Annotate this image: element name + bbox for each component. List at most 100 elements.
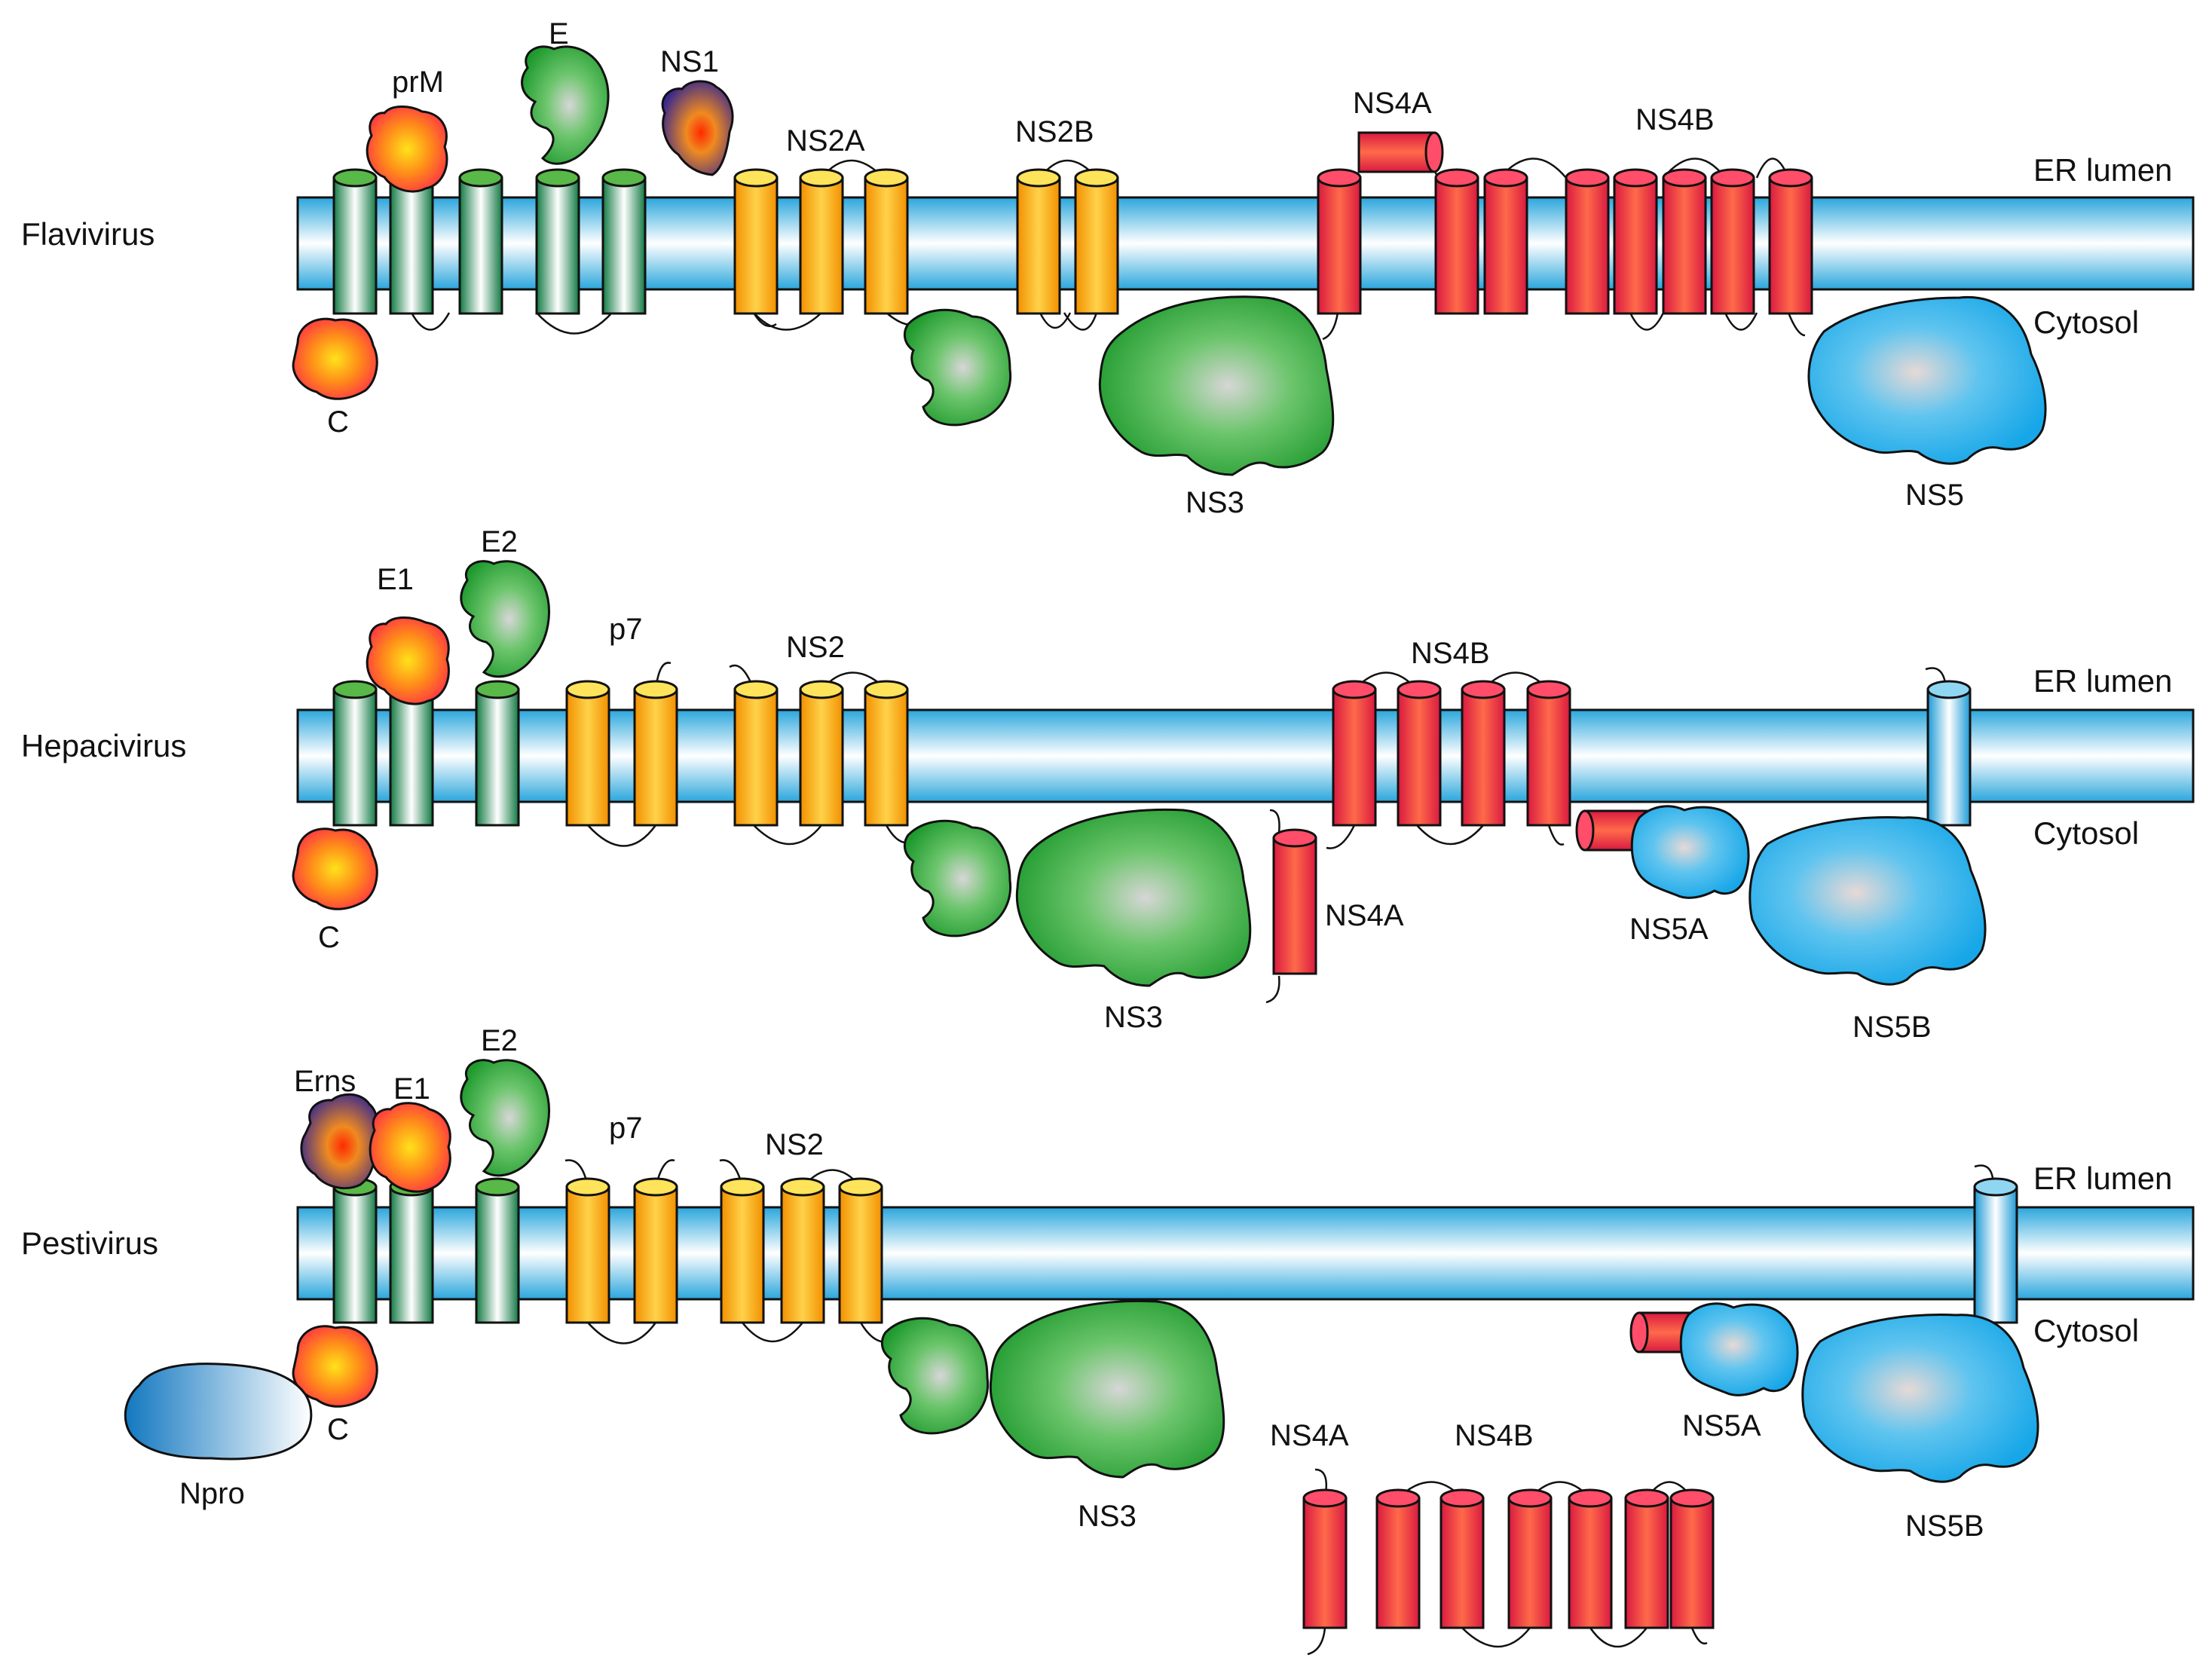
erns-protein-blob	[300, 1093, 378, 1190]
green-protease-blob	[903, 819, 1012, 937]
yellow-helix	[1016, 168, 1061, 315]
red-helix	[1507, 1488, 1553, 1629]
ns1-label: NS1	[660, 45, 719, 78]
ns3-protein-blob	[989, 1299, 1225, 1479]
e-protein-blob	[521, 45, 610, 165]
ns4a-label: NS4A	[1270, 1419, 1349, 1452]
row-label-hepacivirus: Hepacivirus	[21, 728, 186, 763]
yellow-helix	[633, 680, 678, 827]
yellow-helix	[733, 168, 779, 315]
yellow-helix	[780, 1177, 825, 1324]
row-label-flavivirus: Flavivirus	[21, 216, 155, 252]
c-label: C	[327, 405, 349, 439]
ns3-label: NS3	[1078, 1500, 1137, 1533]
p7-label: p7	[609, 1112, 643, 1145]
green-helix	[475, 1177, 520, 1324]
yellow-helix	[799, 168, 844, 315]
yellow-helix	[565, 1177, 610, 1324]
ns5b-label: NS5B	[1853, 1011, 1932, 1044]
e1-label: E1	[393, 1072, 430, 1106]
ns5b-anchor-helix	[1973, 1177, 2018, 1324]
ns1-protein-blob	[661, 80, 734, 176]
er-membrane	[296, 1206, 2195, 1301]
red-helix	[1568, 1488, 1613, 1629]
ns2-label: NS2	[786, 631, 845, 664]
ns3-label: NS3	[1186, 486, 1244, 519]
red-helix	[1710, 168, 1755, 315]
cytosol-label: Cytosol	[2033, 1313, 2139, 1348]
e2-label: E2	[481, 525, 518, 558]
row-label-pestivirus: Pestivirus	[21, 1225, 158, 1261]
transmembrane-helices	[332, 1177, 2018, 1629]
ns2a-label: NS2A	[786, 124, 865, 158]
green-protease-blob	[903, 308, 1012, 427]
red-helix	[1768, 168, 1813, 315]
ns4a-horizontal-helix	[1357, 131, 1444, 173]
e-label: E	[549, 17, 569, 50]
red-helix	[1624, 1488, 1669, 1629]
yellow-helix	[633, 1177, 678, 1324]
yellow-helix	[1074, 168, 1119, 315]
ns3-label: NS3	[1104, 1001, 1163, 1034]
ns5a-label: NS5A	[1629, 913, 1709, 946]
ns5b-anchor-helix	[1926, 680, 1972, 827]
c-protein-blob	[292, 1325, 378, 1408]
yellow-helix	[799, 680, 844, 827]
ns3-protein-blob	[1098, 295, 1335, 476]
flavivirus-row: Flavivirus ER lumen Cytosol	[21, 17, 2195, 519]
green-helix	[332, 1177, 378, 1324]
npro-label: Npro	[179, 1477, 245, 1510]
prm-protein-blob	[366, 106, 448, 193]
ns5b-protein-blob	[1801, 1314, 2039, 1483]
red-helix	[1662, 168, 1707, 315]
ns3-protein-blob	[1015, 808, 1252, 987]
yellow-helix	[838, 1177, 883, 1324]
ns4b-label: NS4B	[1635, 103, 1715, 136]
green-helix	[601, 168, 647, 315]
ns2-label: NS2	[765, 1128, 824, 1161]
ns5-label: NS5	[1905, 479, 1964, 512]
npro-protein-blob	[124, 1363, 313, 1461]
c-protein-blob	[292, 827, 378, 910]
green-helix	[389, 1177, 434, 1324]
red-helix	[1332, 680, 1377, 827]
red-helix	[1483, 168, 1528, 315]
green-helix	[332, 680, 378, 827]
pestivirus-row: Pestivirus ER lumen Cytosol	[21, 1024, 2195, 1656]
e1-protein-blob	[366, 616, 450, 705]
ns4b-label: NS4B	[1455, 1419, 1534, 1452]
ns5a-label: NS5A	[1682, 1409, 1761, 1442]
red-helix	[1613, 168, 1658, 315]
ns4b-label: NS4B	[1411, 637, 1490, 670]
e2-protein-blob	[460, 1059, 550, 1177]
e2-protein-blob	[460, 560, 550, 678]
ns5b-label: NS5B	[1905, 1509, 1984, 1543]
ns5b-protein-blob	[1748, 816, 1987, 986]
er-membrane	[296, 196, 2195, 291]
yellow-helix	[565, 680, 610, 827]
green-helix	[535, 168, 580, 315]
hepacivirus-row: Hepacivirus ER lumen Cytosol	[21, 525, 2195, 1044]
e2-label: E2	[481, 1024, 518, 1057]
ns5a-protein-blob	[1679, 1302, 1799, 1396]
c-protein-blob	[292, 317, 378, 400]
yellow-helix	[720, 1177, 765, 1324]
er-lumen-label: ER lumen	[2033, 1161, 2172, 1196]
e1-protein-blob	[369, 1102, 451, 1193]
green-helix	[332, 168, 378, 315]
green-helix	[475, 680, 520, 827]
er-membrane	[296, 708, 2195, 803]
ns5-protein-blob	[1807, 295, 2047, 465]
prm-label: prM	[392, 66, 444, 99]
red-helix	[1317, 168, 1362, 315]
c-label: C	[318, 921, 340, 954]
green-helix	[458, 168, 503, 315]
red-helix	[1434, 168, 1479, 315]
red-helix	[1669, 1488, 1715, 1629]
transmembrane-helices	[332, 680, 1972, 975]
ns2b-label: NS2B	[1015, 115, 1094, 148]
er-lumen-label: ER lumen	[2033, 663, 2172, 699]
red-helix	[1439, 1488, 1485, 1629]
er-lumen-label: ER lumen	[2033, 152, 2172, 188]
